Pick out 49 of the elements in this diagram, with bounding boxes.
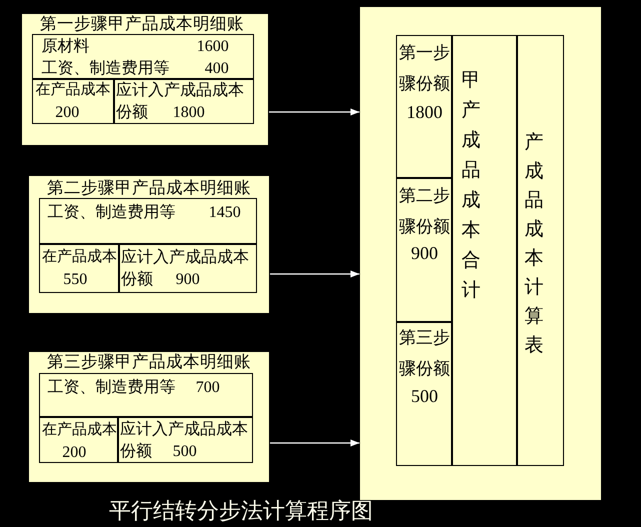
diagram-caption: 平行结转分步法计算程序图 [109, 500, 373, 522]
amount-value: 1450 [208, 205, 241, 222]
ledger-heading: 第二步骤甲产品成本明细账 [47, 180, 251, 196]
vertical-label: 甲产成品成本合计 [461, 69, 482, 304]
amount-value: 700 [196, 380, 220, 396]
summary-card [360, 7, 601, 500]
ledger-card [29, 352, 269, 482]
table-cell [39, 198, 257, 245]
table-cell [451, 35, 518, 466]
table-cell [118, 243, 257, 293]
cost-item-label: 工资、制造费用等 [41, 61, 170, 78]
step-share-label: 第一步骤份额 [398, 42, 451, 95]
table-cell [32, 34, 254, 80]
table-cell [396, 321, 453, 466]
ledger-heading: 第一步骤甲产品成本明细账 [40, 16, 244, 32]
cost-share-text: 应计入产成品成本份额 1800 [116, 80, 245, 123]
amount-value: 1600 [196, 39, 229, 56]
step-share-label: 第三步骤份额 [398, 327, 451, 380]
table-cell [39, 373, 253, 418]
ledger-card [29, 176, 269, 313]
table-cell [39, 416, 119, 463]
amount-value: 1800 [406, 103, 444, 122]
table-cell [39, 243, 120, 293]
arrow [270, 440, 360, 446]
cost-item-label: 工资、制造费用等 [47, 205, 176, 222]
ledger-card [22, 14, 268, 145]
table-cell [32, 78, 115, 124]
cost-item-label: 原材料 [41, 39, 90, 56]
amount-value: 900 [410, 244, 439, 262]
cost-item-label: 在产品成本 [42, 422, 117, 438]
amount-value: 200 [55, 105, 80, 122]
table-cell [396, 177, 453, 323]
cost-share-text: 应计入产成品成本份额 500 [120, 420, 249, 462]
amount-value: 550 [63, 272, 88, 288]
step-share-label: 第二步骤份额 [398, 184, 451, 238]
amount-value: 400 [204, 61, 229, 78]
table-cell [396, 35, 453, 179]
arrow [269, 108, 360, 116]
cost-item-label: 在产品成本 [42, 250, 117, 266]
vertical-label: 产成品成本计算表 [524, 131, 544, 358]
arrow [270, 270, 360, 278]
table-cell [516, 35, 564, 466]
amount-value: 500 [410, 387, 439, 406]
cost-share-text: 应计入产成品成本份额 900 [120, 248, 250, 290]
amount-value: 200 [62, 444, 86, 461]
cost-item-label: 在产品成本 [35, 82, 110, 98]
ledger-heading: 第三步骤甲产品成本明细账 [47, 354, 251, 370]
cost-item-label: 工资、制造费用等 [47, 380, 176, 396]
table-cell [113, 78, 254, 124]
